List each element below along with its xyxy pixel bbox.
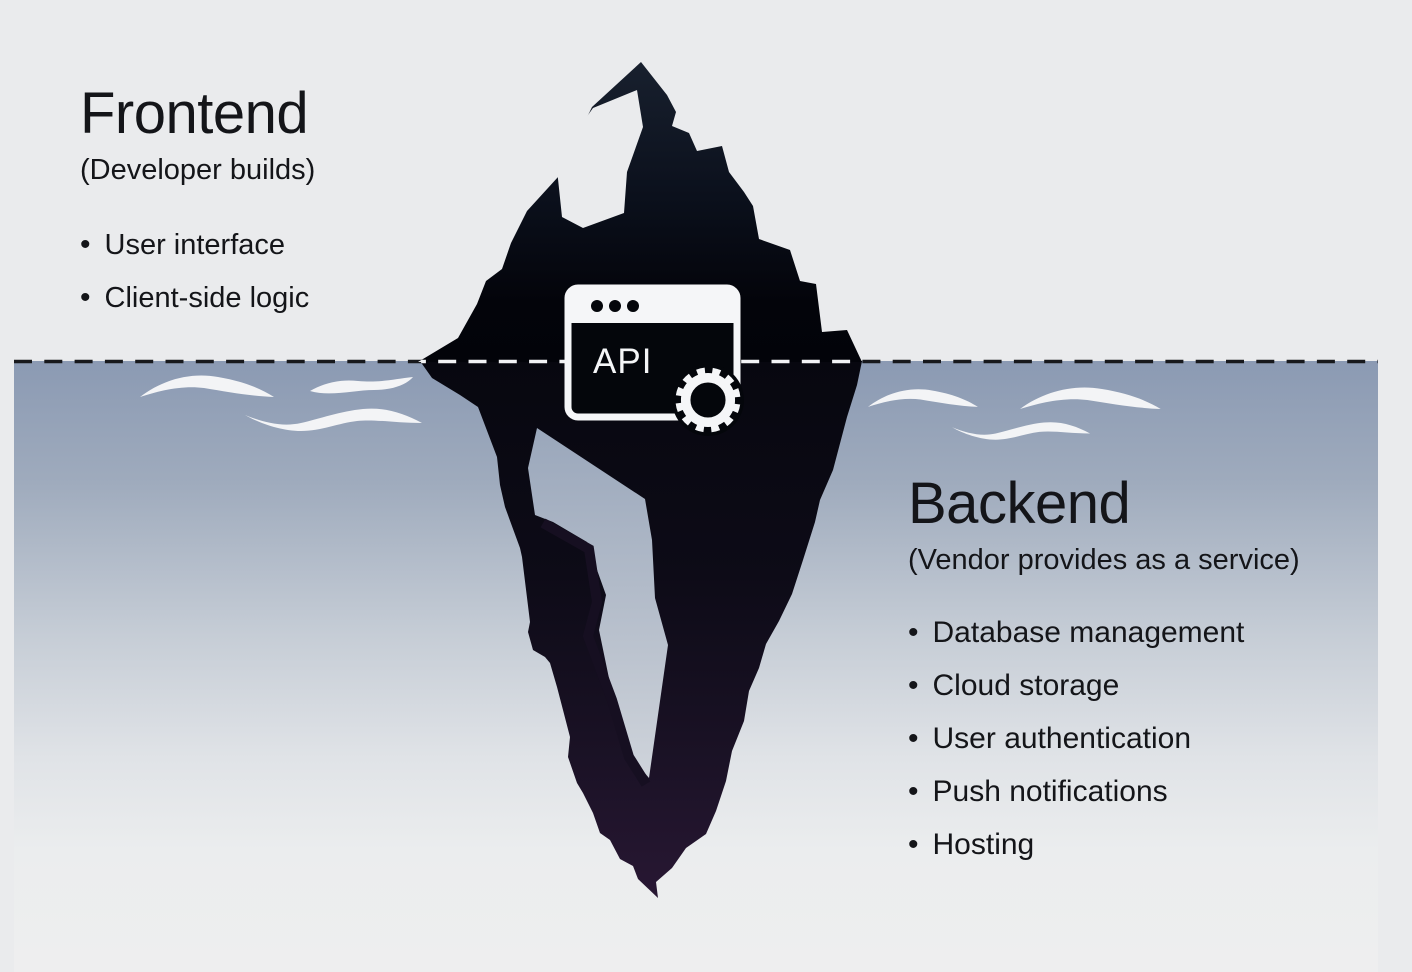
window-titlebar [568,288,737,323]
backend-list: • Database management • Cloud storage • User … [908,607,1300,872]
list-item-label: Cloud storage [932,669,1120,703]
list-item: • User interface [80,219,315,272]
list-item-label: User authentication [932,722,1192,756]
bullet-icon: • [908,722,919,756]
frontend-title: Frontend [80,81,309,146]
bullet-icon: • [908,669,919,703]
list-item: • Database management [908,607,1300,660]
api-label: API [593,342,652,381]
list-item-label: Database management [932,616,1245,650]
list-item: • Client-side logic [80,272,315,325]
bullet-icon: • [908,616,919,650]
list-item: • Push notifications [908,766,1300,819]
bullet-icon: • [80,228,91,262]
frontend-subtitle: (Developer builds) [80,153,316,186]
frontend-list: • User interface • Client-side logic [80,219,315,325]
list-item: • Hosting [908,819,1300,872]
iceberg-above-facet [556,90,643,228]
backend-section: Backend (Vendor provides as a service) •… [908,471,1300,872]
list-item-label: User interface [104,228,286,261]
backend-subtitle: (Vendor provides as a service) [908,543,1300,576]
list-item-label: Client-side logic [104,281,310,314]
bullet-icon: • [908,828,919,862]
frontend-section: Frontend (Developer builds) • User interf… [80,81,316,325]
browser-window-icon: API [564,284,744,436]
window-dots-icon [591,300,639,312]
iceberg-underwater-facet [528,428,668,778]
list-item: • User authentication [908,713,1300,766]
iceberg-underwater-crack [540,518,651,787]
list-item: • Cloud storage [908,660,1300,713]
bullet-icon: • [80,281,91,315]
gear-icon [672,364,744,436]
list-item-label: Push notifications [932,775,1168,809]
list-item-label: Hosting [932,828,1035,862]
bullet-icon: • [908,775,919,809]
iceberg-above-water [418,62,862,362]
backend-title: Backend [908,471,1131,536]
